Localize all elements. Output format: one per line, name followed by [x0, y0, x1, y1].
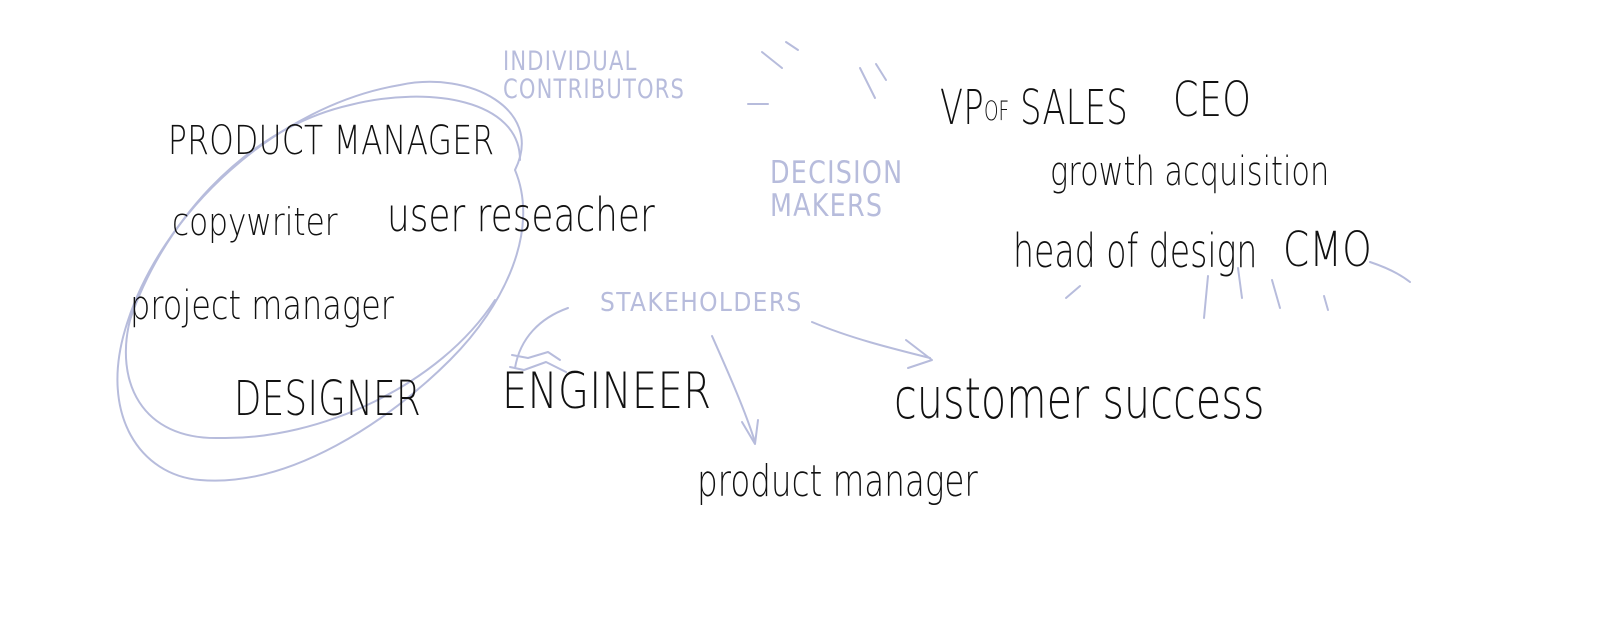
vp-of-sales-of: OF	[983, 96, 1010, 128]
decision-makers-label: DECISION MAKERS	[770, 155, 904, 224]
stakeholder-arrow-right-icon	[811, 321, 933, 369]
individual-contributors-label: INDIVIDUAL CONTRIBUTORS	[503, 46, 686, 106]
role-growth-acquisition: growth acquisition	[1050, 149, 1330, 195]
role-engineer: ENGINEER	[502, 362, 712, 420]
role-copywriter: copywriter	[172, 200, 338, 244]
individual-contributors-ellipse-icon	[116, 80, 525, 482]
decision-spark-bottom-icon	[1065, 261, 1411, 319]
role-customer-success: customer success	[894, 367, 1265, 432]
role-cmo: CMO	[1283, 222, 1373, 278]
role-ceo: CEO	[1173, 72, 1252, 128]
role-project-manager: project manager	[130, 283, 394, 329]
stakeholder-arrow-left-icon	[509, 307, 569, 373]
decision-spark-top-icon	[761, 41, 887, 99]
stakeholder-arrow-down-icon	[711, 335, 759, 445]
vp-of-sales-vp: VP	[940, 80, 984, 136]
stakeholders-label: STAKEHOLDERS	[600, 288, 803, 318]
role-product-manager-caps: PRODUCT MANAGER	[168, 118, 495, 164]
role-head-of-design: head of design	[1013, 224, 1258, 278]
role-designer: DESIGNER	[234, 371, 422, 427]
role-product-manager: product manager	[697, 456, 978, 507]
role-user-researcher: user reseacher	[387, 188, 655, 242]
vp-of-sales-sales: SALES	[1020, 80, 1129, 136]
role-vp-of-sales: VPOF SALES	[940, 84, 1128, 132]
